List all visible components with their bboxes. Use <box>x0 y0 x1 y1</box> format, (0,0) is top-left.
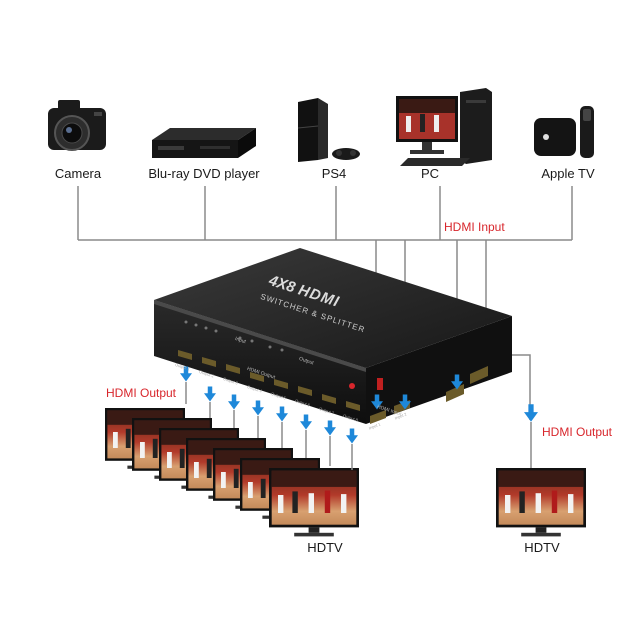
hdmi-output-callout-left: HDMI Output <box>106 386 176 400</box>
power-switch <box>377 378 383 390</box>
hdmi-output-callout-right: HDMI Output <box>542 425 612 439</box>
bluray-player-icon <box>152 128 256 158</box>
output-arrow-right <box>524 404 538 422</box>
power-led <box>349 383 355 389</box>
source-label-bluray: Blu-ray DVD player <box>148 166 259 181</box>
source-label-apple-tv: Apple TV <box>541 166 594 181</box>
hdtv-label-right: HDTV <box>524 540 559 555</box>
source-label-ps4: PS4 <box>322 166 347 181</box>
source-label-pc: PC <box>421 166 439 181</box>
hdtv-label-left: HDTV <box>307 540 342 555</box>
camera-icon <box>48 100 106 150</box>
source-label-camera: Camera <box>55 166 101 181</box>
hdmi-input-callout: HDMI Input <box>444 220 505 234</box>
hdtv-stack-left <box>105 408 359 536</box>
ps4-console-icon <box>298 98 360 162</box>
desktop-pc-icon <box>396 88 492 166</box>
apple-tv-icon <box>534 106 594 158</box>
hdtv-right <box>496 468 586 536</box>
